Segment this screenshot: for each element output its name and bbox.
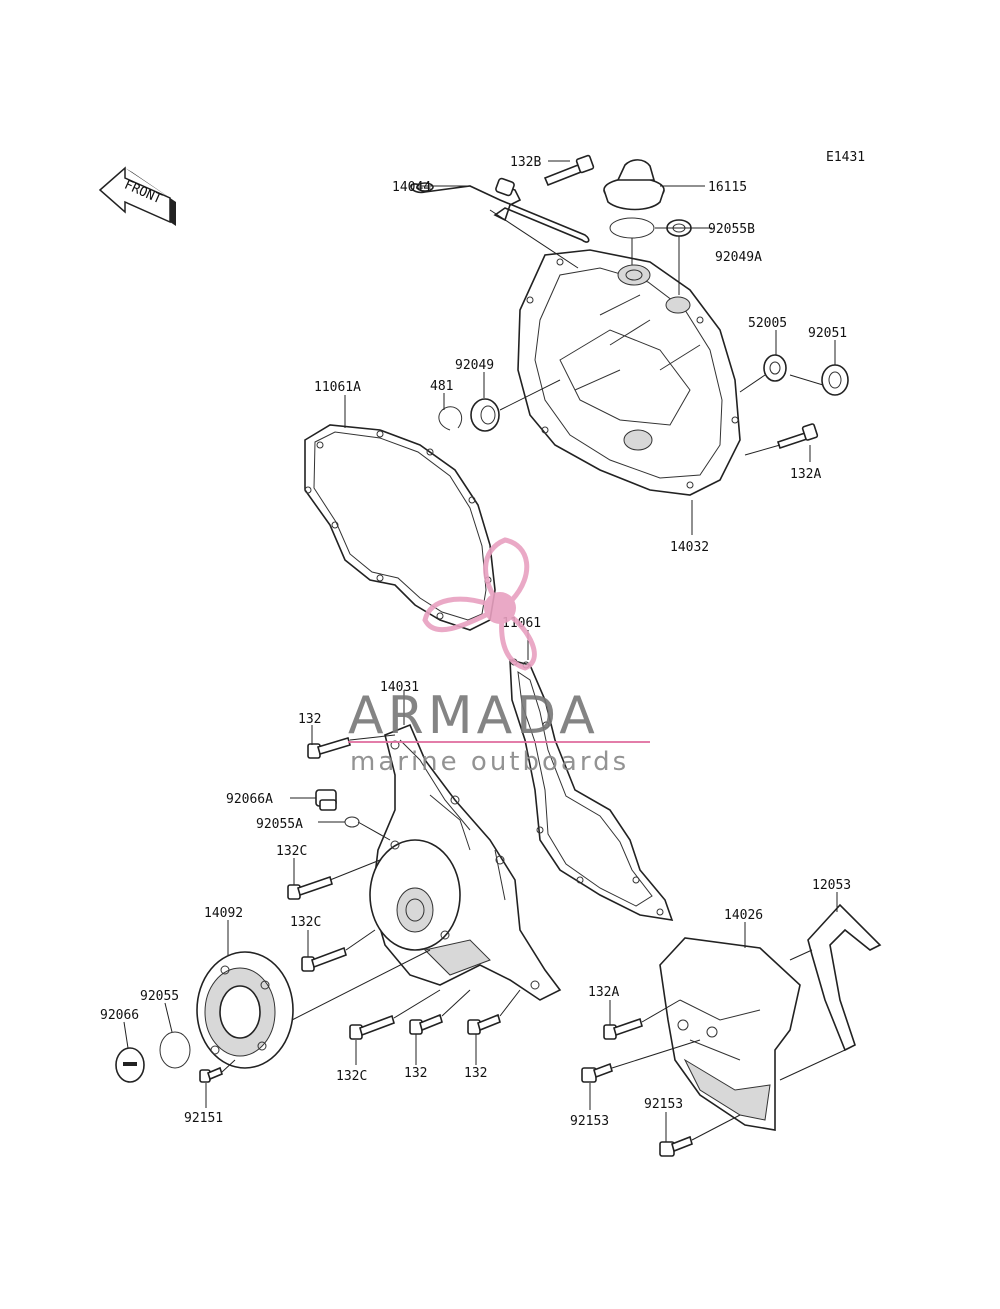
label-92153-b: 92153 xyxy=(644,1097,683,1112)
label-132C-c: 132C xyxy=(336,1069,367,1084)
label-92055B: 92055B xyxy=(708,222,755,237)
label-14092: 14092 xyxy=(204,906,243,921)
part-14032-clutch-cover xyxy=(517,249,741,496)
watermark-title: ARMADA xyxy=(348,686,599,746)
label-92066: 92066 xyxy=(100,1008,139,1023)
label-132-upper: 132 xyxy=(298,712,321,727)
label-92153-a: 92153 xyxy=(570,1114,609,1129)
armada-watermark: ARMADA marine outboards xyxy=(348,537,650,777)
part-14026-sprocket-cover xyxy=(659,937,801,1131)
label-14026: 14026 xyxy=(724,908,763,923)
label-481: 481 xyxy=(430,379,453,394)
part-132C-bolt-a xyxy=(287,875,333,900)
label-132-c: 132 xyxy=(464,1066,487,1081)
label-132C-a: 132C xyxy=(276,844,307,859)
label-92049: 92049 xyxy=(455,358,494,373)
label-92051: 92051 xyxy=(808,326,847,341)
label-92066A: 92066A xyxy=(226,792,273,807)
propeller-logo-icon xyxy=(422,537,537,671)
label-16115: 16115 xyxy=(708,180,747,195)
label-14031: 14031 xyxy=(380,680,419,695)
part-481-circlip xyxy=(438,406,463,431)
leader-lines xyxy=(123,160,846,1142)
part-16115-oil-cap xyxy=(603,159,665,211)
part-92055A-o-ring xyxy=(344,816,360,828)
part-11061A-gasket xyxy=(304,424,496,631)
label-92049A: 92049A xyxy=(715,250,762,265)
part-132C-bolt-c xyxy=(349,1014,395,1040)
watermark-subtitle: marine outboards xyxy=(350,747,629,777)
part-92153-bolt-a xyxy=(581,1062,613,1083)
part-52005-bushing xyxy=(763,354,787,382)
label-14044: 14044 xyxy=(392,180,431,195)
front-arrow-icon: FRONT xyxy=(98,166,176,226)
part-132-bolt-b xyxy=(409,1013,443,1035)
part-132C-bolt-b xyxy=(301,946,347,972)
label-92151: 92151 xyxy=(184,1111,223,1126)
part-92066-cap xyxy=(115,1047,145,1083)
part-132A-bolt-bottom xyxy=(603,1017,643,1040)
part-132B-bolt xyxy=(543,154,595,187)
part-132-bolt-upper xyxy=(307,737,351,759)
label-132A-top: 132A xyxy=(790,467,821,482)
label-132-b: 132 xyxy=(404,1066,427,1081)
part-92055B-o-ring xyxy=(609,217,655,239)
part-132-bolt-c xyxy=(467,1013,501,1035)
part-92153-bolt-b xyxy=(659,1135,693,1157)
diagram-code: E1431 xyxy=(826,150,865,165)
part-92151-screw xyxy=(199,1066,223,1083)
part-92055-o-ring xyxy=(159,1031,191,1069)
label-92055: 92055 xyxy=(140,989,179,1004)
label-132B: 132B xyxy=(510,155,541,170)
part-92066A-plug xyxy=(315,789,337,811)
label-12053: 12053 xyxy=(812,878,851,893)
part-92051-seal xyxy=(821,364,849,396)
label-11061A: 11061A xyxy=(314,380,361,395)
part-12053-bracket xyxy=(807,903,882,1052)
label-92055A: 92055A xyxy=(256,817,303,832)
part-92049-seal xyxy=(470,398,500,432)
label-52005: 52005 xyxy=(748,316,787,331)
label-14032: 14032 xyxy=(670,540,709,555)
part-14092-cover xyxy=(196,951,294,1069)
label-132A-bottom: 132A xyxy=(588,985,619,1000)
label-132C-b: 132C xyxy=(290,915,321,930)
part-14044-lever xyxy=(410,177,590,243)
part-14031-generator-cover xyxy=(369,723,562,1001)
part-132A-bolt-top xyxy=(776,423,819,450)
